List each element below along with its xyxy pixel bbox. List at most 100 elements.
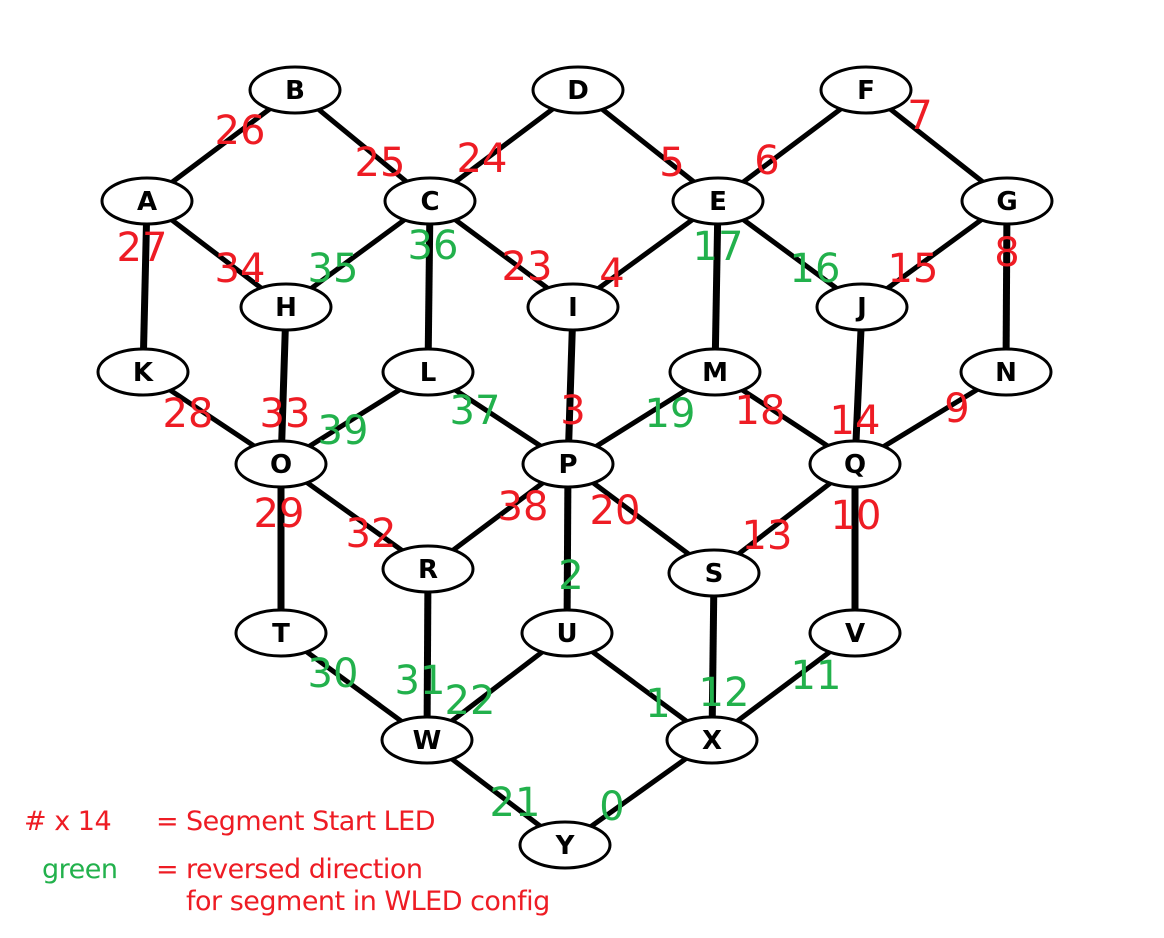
segment-label-18: 18: [735, 388, 786, 434]
segment-label-27: 27: [117, 225, 168, 271]
legend-equals: =: [156, 806, 179, 837]
segment-label-24: 24: [457, 136, 508, 182]
segment-label-16: 16: [790, 246, 841, 292]
node-label: C: [420, 187, 439, 217]
segment-label-30: 30: [308, 651, 359, 697]
segment-label-0: 0: [599, 784, 624, 830]
node-label: H: [275, 293, 297, 323]
segment-label-15: 15: [888, 246, 939, 292]
node-P: P: [521, 439, 615, 489]
node-label: T: [272, 619, 290, 649]
node-label: B: [285, 76, 305, 106]
segment-label-25: 25: [355, 140, 406, 186]
node-K: K: [96, 347, 190, 397]
node-D: D: [531, 65, 625, 115]
segment-label-19: 19: [645, 391, 696, 437]
node-ellipse: [248, 65, 342, 115]
node-ellipse: [665, 715, 759, 765]
segment-label-12: 12: [699, 670, 750, 716]
edge-I-P: [564, 306, 577, 465]
segment-label-22: 22: [445, 678, 496, 724]
segment-label-9: 9: [944, 386, 969, 432]
node-L: L: [381, 347, 475, 397]
node-label: K: [133, 358, 154, 388]
node-U: U: [520, 608, 614, 658]
node-ellipse: [234, 439, 328, 489]
node-label: X: [702, 726, 722, 756]
segment-label-3: 3: [560, 388, 585, 434]
edge-P-U: [563, 463, 572, 634]
node-label: U: [556, 619, 577, 649]
segment-label-13: 13: [742, 513, 793, 559]
node-J: J: [815, 282, 909, 332]
node-ellipse: [521, 439, 615, 489]
node-label: I: [568, 293, 578, 323]
node-R: R: [381, 544, 475, 594]
node-label: L: [420, 358, 437, 388]
segment-label-5: 5: [659, 140, 684, 186]
node-M: M: [668, 347, 762, 397]
segment-label-33: 33: [260, 391, 311, 437]
segment-label-28: 28: [163, 391, 214, 437]
segment-label-23: 23: [502, 244, 553, 290]
node-N: N: [959, 347, 1053, 397]
node-ellipse: [815, 282, 909, 332]
node-label: J: [855, 293, 867, 323]
node-ellipse: [960, 176, 1054, 226]
segment-label-8: 8: [994, 230, 1019, 276]
legend-equals-2: =: [156, 854, 179, 885]
node-ellipse: [380, 715, 474, 765]
node-ellipse: [239, 282, 333, 332]
node-O: O: [234, 439, 328, 489]
node-ellipse: [520, 608, 614, 658]
segment-label-36: 36: [408, 223, 459, 269]
node-ellipse: [381, 544, 475, 594]
node-I: I: [526, 282, 620, 332]
node-ellipse: [808, 608, 902, 658]
node-T: T: [234, 608, 328, 658]
segment-label-39: 39: [318, 408, 369, 454]
node-E: E: [671, 176, 765, 226]
legend-reversed: reversed direction: [186, 854, 423, 885]
segment-label-10: 10: [831, 493, 882, 539]
node-ellipse: [819, 65, 913, 115]
segment-label-26: 26: [215, 108, 266, 154]
segment-label-11: 11: [791, 653, 842, 699]
node-V: V: [808, 608, 902, 658]
node-G: G: [960, 176, 1054, 226]
segment-label-34: 34: [215, 246, 266, 292]
node-ellipse: [959, 347, 1053, 397]
node-ellipse: [96, 347, 190, 397]
node-label: P: [558, 450, 577, 480]
node-ellipse: [100, 176, 194, 226]
node-B: B: [248, 65, 342, 115]
node-label: V: [845, 619, 865, 649]
node-ellipse: [667, 548, 761, 598]
segment-label-35: 35: [308, 246, 359, 292]
node-X: X: [665, 715, 759, 765]
node-label: M: [702, 358, 728, 388]
edge-A-K: [139, 200, 151, 373]
node-label: Q: [844, 450, 866, 480]
legend-reversed-cont: for segment in WLED config: [186, 886, 550, 917]
node-H: H: [239, 282, 333, 332]
segment-label-20: 20: [590, 488, 641, 534]
node-ellipse: [234, 608, 328, 658]
node-label: F: [857, 76, 875, 106]
node-label: E: [709, 187, 727, 217]
edge-R-W: [423, 568, 432, 741]
legend-hash-key: # x 14: [24, 806, 112, 837]
node-ellipse: [531, 65, 625, 115]
node-ellipse: [383, 176, 477, 226]
node-label: G: [996, 187, 1017, 217]
segment-label-6: 6: [754, 138, 779, 184]
node-label: O: [270, 450, 292, 480]
segment-label-29: 29: [254, 491, 305, 537]
node-ellipse: [381, 347, 475, 397]
node-ellipse: [671, 176, 765, 226]
segment-label-32: 32: [346, 511, 397, 557]
legend-segment-start: Segment Start LED: [186, 806, 436, 837]
legend-green-key: green: [42, 854, 118, 885]
